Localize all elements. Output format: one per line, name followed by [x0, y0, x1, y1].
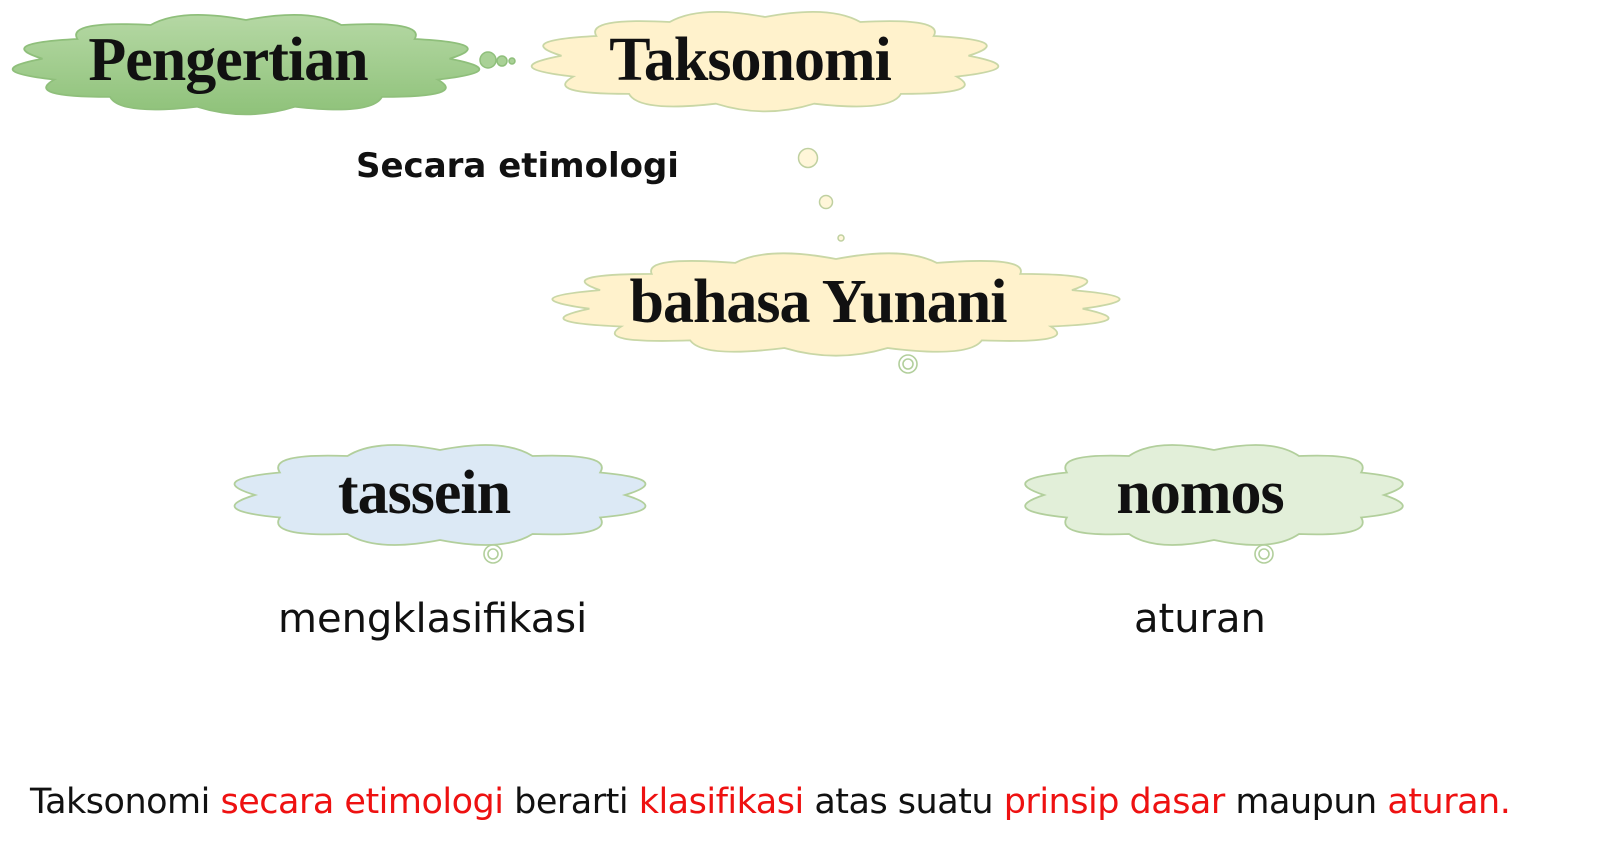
- conclusion-highlight-4: aturan.: [1387, 782, 1511, 822]
- label-secara-etimologi: Secara etimologi: [356, 146, 679, 186]
- label-aturan: aturan: [1134, 596, 1266, 642]
- conclusion-part-2: berarti: [503, 782, 639, 822]
- cloud-bahasa-yunani-label: bahasa Yunani: [629, 268, 1007, 336]
- conclusion-part-1: Taksonomi: [30, 782, 221, 822]
- shape-tassein-outline: [233, 444, 647, 546]
- conclusion-sentence: Taksonomi secara etimologi berarti klasi…: [30, 782, 1511, 822]
- cloud-taksonomi: Taksonomi: [530, 10, 1000, 113]
- conclusion-part-3: atas suatu: [803, 782, 1004, 822]
- cloud-pengertian-label: Pengertian: [88, 26, 368, 94]
- cloud-pengertian-shape: [11, 13, 481, 116]
- cloud-pengertian: Pengertian: [11, 13, 481, 116]
- connector-bubbles-1: [479, 51, 516, 69]
- cloud-bahasa-yunani-tail: [898, 354, 918, 374]
- connector-bubbles-2: [797, 147, 845, 242]
- cloud-bahasa-yunani-shape: [551, 252, 1121, 357]
- cloud-nomos-label: nomos: [1116, 459, 1283, 527]
- shape-bahasa-outline: [551, 252, 1121, 357]
- conclusion-highlight-3: prinsip dasar: [1003, 782, 1226, 822]
- cloud-nomos-shape: [1024, 444, 1404, 546]
- cloud-nomos: nomos: [1024, 444, 1404, 564]
- cloud-tassein-label: tassein: [338, 459, 511, 527]
- shape-pengertian-outline: [11, 13, 481, 116]
- cloud-taksonomi-label: Taksonomi: [609, 26, 891, 94]
- conclusion-part-4: maupun: [1224, 782, 1388, 822]
- cloud-taksonomi-shape: [530, 10, 1000, 113]
- cloud-nomos-tail: [1254, 544, 1274, 564]
- cloud-tassein-shape: [233, 444, 647, 546]
- cloud-tassein-tail: [483, 544, 503, 564]
- cloud-bahasa-yunani: bahasa Yunani: [551, 252, 1121, 374]
- shape-nomos-outline: [1024, 444, 1404, 546]
- conclusion-highlight-2: klasifikasi: [638, 782, 805, 822]
- conclusion-highlight-1: secara etimologi: [220, 782, 505, 822]
- shape-taksonomi-outline: [530, 10, 1000, 113]
- label-mengklasifikasi: mengklasifikasi: [278, 596, 588, 642]
- cloud-tassein: tassein: [233, 444, 647, 564]
